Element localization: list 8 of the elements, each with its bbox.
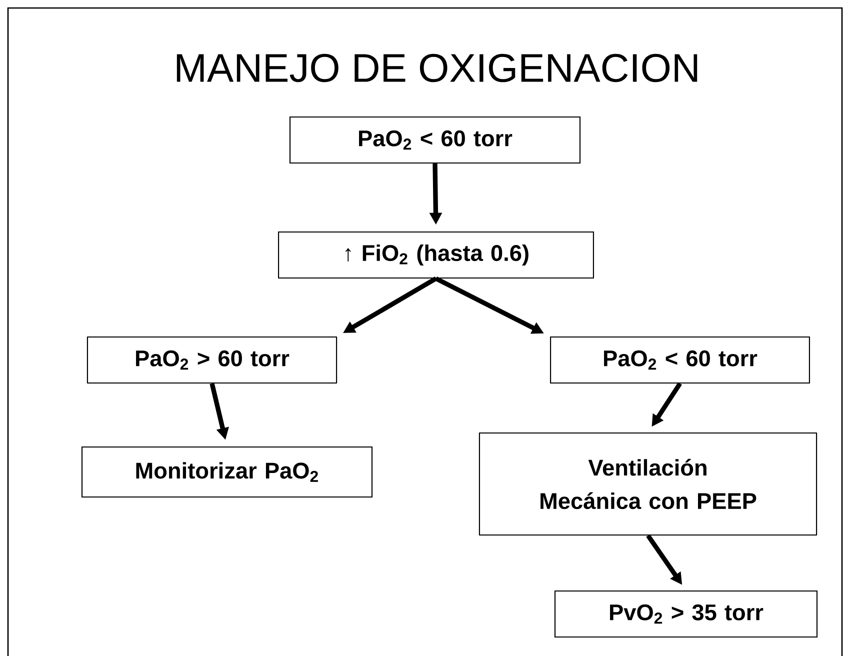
process-box: ↑ FiO$_{2}$ (hasta 0.6) — [278, 231, 594, 279]
title: MANEJO DE OXIGENACION — [176, 54, 698, 82]
process-box: Monitorizar PaO$_{2}$ — [81, 446, 373, 498]
process-box: PvO$_{2}$ > 35 torr — [554, 590, 818, 638]
process-box: PaO$_{2}$ < 60 torr — [550, 336, 810, 384]
process-box: PaO$_{2}$ > 60 torr — [86, 336, 338, 384]
process-box: PaO$_{2}$ < 60 torr — [289, 116, 581, 164]
process-box: Ventilación Mecánica con PEEP — [478, 432, 818, 536]
